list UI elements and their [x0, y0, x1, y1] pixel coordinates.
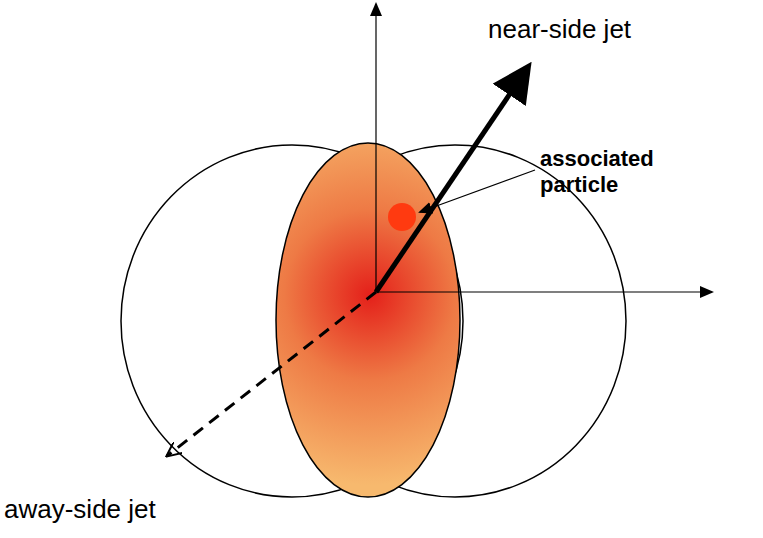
axis — [376, 291, 712, 292]
particle-label: associated particle — [540, 146, 680, 199]
away-jet-line — [167, 292, 376, 456]
overlap-region — [276, 143, 460, 497]
jet-label: away-side jet — [4, 494, 156, 525]
axis — [375, 4, 376, 292]
jet-label: near-side jet — [488, 14, 631, 45]
leader-line — [420, 170, 535, 212]
particle-dot — [388, 203, 416, 231]
